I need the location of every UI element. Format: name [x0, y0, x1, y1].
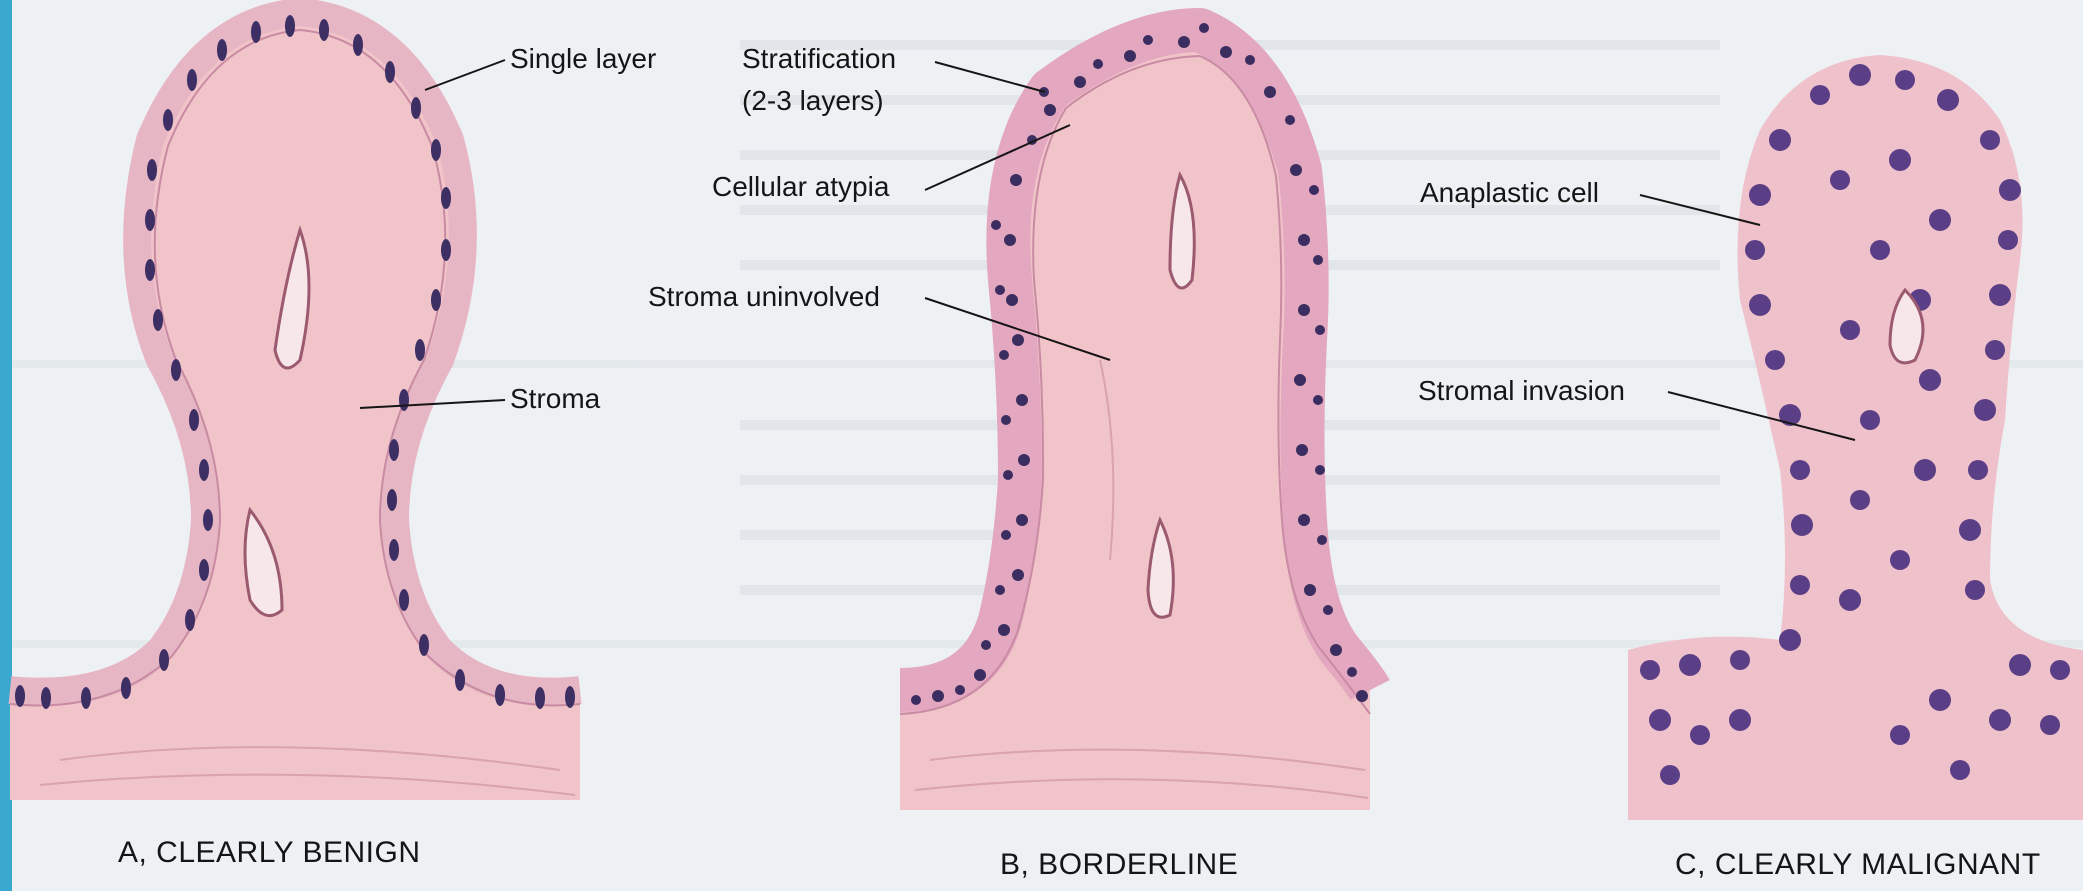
label-stroma: Stroma [510, 382, 600, 416]
label-cellular-atypia: Cellular atypia [712, 170, 889, 204]
label-stromal-invasion: Stromal invasion [1418, 374, 1625, 408]
caption-clearly-malignant: C, CLEARLY MALIGNANT [1675, 848, 2041, 882]
caption-clearly-benign: A, CLEARLY BENIGN [118, 836, 421, 870]
label-stratification-layers: (2-3 layers) [742, 84, 884, 118]
label-stratification: Stratification [742, 42, 896, 76]
label-anaplastic-cell: Anaplastic cell [1420, 176, 1599, 210]
label-stroma-uninvolved: Stroma uninvolved [648, 280, 880, 314]
label-single-layer: Single layer [510, 42, 656, 76]
caption-borderline: B, BORDERLINE [1000, 848, 1238, 882]
